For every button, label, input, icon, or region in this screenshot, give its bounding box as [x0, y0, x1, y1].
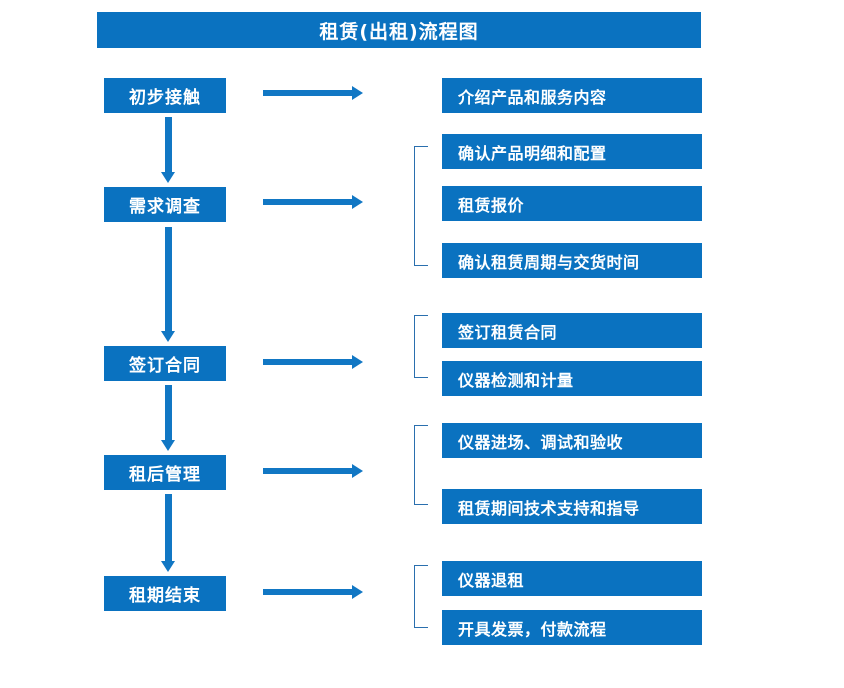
group-bracket-needs-survey	[414, 146, 428, 266]
detail-box-instrument-return[interactable]: 仪器退租	[442, 561, 702, 596]
arrow-shaft	[263, 90, 353, 96]
detail-box-confirm-lease-period[interactable]: 确认租赁周期与交货时间	[442, 243, 702, 278]
right-arrow-post-rental-management	[263, 464, 363, 478]
group-bracket-lease-end	[414, 565, 428, 628]
arrow-head	[352, 86, 363, 100]
down-arrow-contact-to-survey	[161, 117, 175, 183]
arrow-head	[161, 561, 175, 572]
detail-box-sign-lease-agreement[interactable]: 签订租赁合同	[442, 313, 702, 348]
stage-box-lease-end[interactable]: 租期结束	[104, 576, 226, 611]
arrow-head	[352, 355, 363, 369]
arrow-head	[352, 195, 363, 209]
arrow-shaft	[263, 199, 353, 205]
arrow-shaft	[165, 385, 172, 440]
down-arrow-contract-to-management	[161, 385, 175, 451]
arrow-shaft	[263, 359, 353, 365]
detail-box-confirm-product-spec[interactable]: 确认产品明细和配置	[442, 134, 702, 169]
right-arrow-needs-survey	[263, 195, 363, 209]
group-bracket-sign-contract	[414, 315, 428, 378]
arrow-shaft	[165, 227, 172, 331]
arrow-head	[161, 440, 175, 451]
group-bracket-post-rental-management	[414, 425, 428, 505]
detail-box-introduce-products[interactable]: 介绍产品和服务内容	[442, 78, 702, 113]
arrow-shaft	[165, 117, 172, 172]
arrow-head	[352, 585, 363, 599]
arrow-head	[352, 464, 363, 478]
detail-box-rental-quotation[interactable]: 租赁报价	[442, 186, 702, 221]
down-arrow-management-to-lease-end	[161, 494, 175, 572]
page-title: 租赁(出租)流程图	[97, 12, 701, 48]
right-arrow-initial-contact	[263, 86, 363, 100]
stage-box-initial-contact[interactable]: 初步接触	[104, 78, 226, 113]
right-arrow-lease-end	[263, 585, 363, 599]
arrow-shaft	[165, 494, 172, 561]
arrow-shaft	[263, 589, 353, 595]
stage-box-sign-contract[interactable]: 签订合同	[104, 346, 226, 381]
detail-box-instrument-entry-commissioning[interactable]: 仪器进场、调试和验收	[442, 423, 702, 458]
detail-box-instrument-inspection[interactable]: 仪器检测和计量	[442, 361, 702, 396]
down-arrow-survey-to-contract	[161, 227, 175, 342]
right-arrow-sign-contract	[263, 355, 363, 369]
detail-box-technical-support[interactable]: 租赁期间技术支持和指导	[442, 489, 702, 524]
stage-box-post-rental-management[interactable]: 租后管理	[104, 455, 226, 490]
arrow-head	[161, 172, 175, 183]
arrow-shaft	[263, 468, 353, 474]
stage-box-needs-survey[interactable]: 需求调查	[104, 187, 226, 222]
arrow-head	[161, 331, 175, 342]
detail-box-invoice-payment[interactable]: 开具发票，付款流程	[442, 610, 702, 645]
